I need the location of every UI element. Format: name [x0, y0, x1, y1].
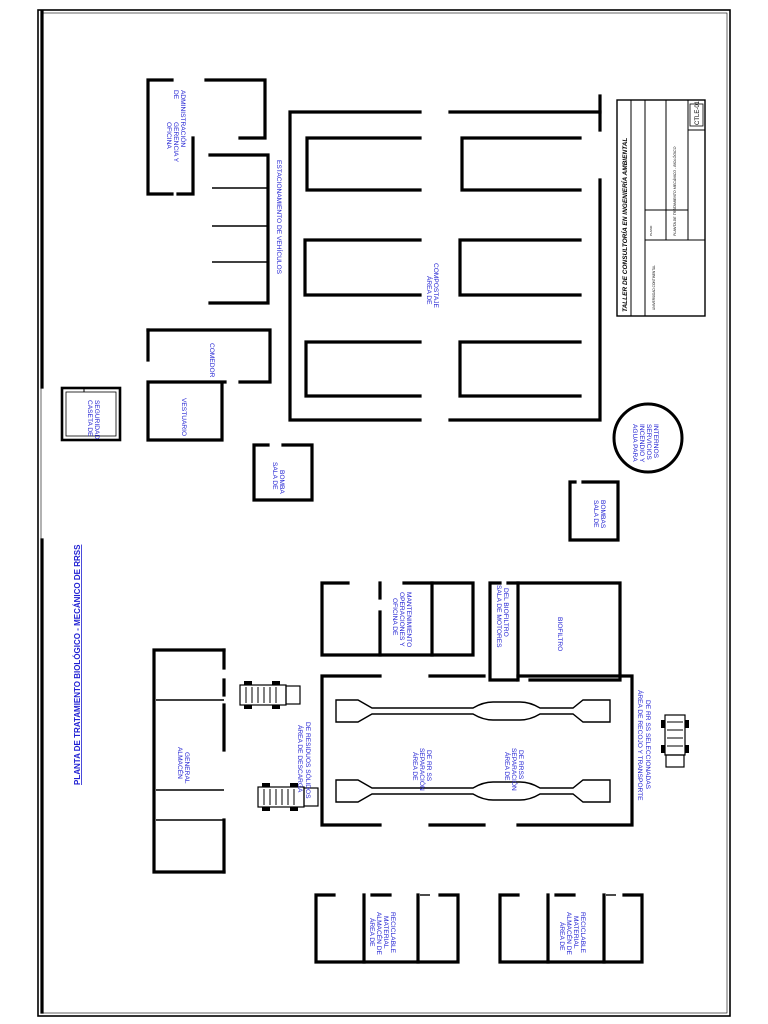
estacionamiento-label: ESTACIONAMIENTO DE VEHÍCULOS	[275, 160, 284, 275]
separacion-label-2: SEPARACIÓN	[418, 748, 427, 791]
almacen-rec-1-label-4: RECICLABLE	[389, 912, 396, 954]
oficina-gerencia-label-2: GERENCIA Y	[172, 122, 179, 163]
vestuario-label: VESTUARIO	[180, 398, 187, 436]
oficina-operaciones-label-1: OFICINA DE	[391, 598, 398, 636]
perimeter-wall	[40, 10, 602, 1014]
agua-tank: AGUA PARA INCENDIO Y SERVICIOS INTERNOS	[612, 402, 684, 474]
descarga-label-2: DE RESIDUOS SÓLIDOS	[304, 722, 313, 799]
sala-bombas-label-2: BOMBAS	[599, 500, 606, 529]
sala-bombas-room: SALA DE BOMBAS	[568, 480, 620, 542]
oficina-operaciones-label-2: OPERACIONES Y	[398, 592, 405, 647]
sala-bomba-label-2: BOMBA	[278, 470, 285, 494]
separacion2-label-3: DE RRSS	[517, 750, 524, 780]
truck-icon	[661, 714, 689, 768]
oficina-gerencia-label-3: ADMINISTRACIÓN	[179, 90, 188, 147]
almacen-reciclable-1: ÁREA DE ALMACÉN DE MATERIAL RECICLABLE	[314, 893, 460, 964]
oficina-gerencia-label-4: DE	[172, 90, 179, 100]
agua-label-4: INTERNOS	[652, 424, 659, 459]
title-block: TALLER DE CONSULTORÍA EN INGENIERÍA AMBI…	[616, 99, 706, 317]
almacen-general-label-2: GENERAL	[183, 752, 190, 784]
almacen-rec-2-label-1: ÁREA DE	[558, 922, 567, 951]
oficina-operaciones-label-3: MANTENIMIENTO	[405, 592, 412, 647]
compostaje-label-2: COMPOSTAJE	[432, 263, 439, 309]
sala-bomba-room: SALA DE BOMBA	[252, 443, 314, 502]
oficina-gerencia-room: OFICINA GERENCIA Y ADMINISTRACIÓN DE	[146, 78, 267, 196]
sheet-border-inner	[40, 12, 728, 1014]
almacen-rec-1-label-1: ÁREA DE	[368, 918, 377, 947]
agua-label-2: INCENDIO Y	[638, 424, 645, 463]
recojo-label-2: DE RR SS SELECCIONADAS	[644, 700, 651, 790]
caseta-label-2: SEGURIDAD	[93, 400, 100, 439]
caseta-seguridad: CASETA DE SEGURIDAD	[60, 386, 122, 442]
sala-motores-label-1: SALA DE MOTORES	[495, 585, 502, 648]
comedor-vestuario-block: COMEDOR VESTUARIO	[146, 328, 272, 442]
sheet-border-outer	[37, 9, 731, 1017]
compostaje-enclosure: ÁREA DE COMPOSTAJE	[288, 110, 602, 422]
biofiltro-label: BIOFILTRO	[556, 617, 563, 651]
almacen-reciclable-2: ÁREA DE ALMACÉN DE MATERIAL RECICLABLE	[498, 893, 644, 964]
sala-bombas-label-1: SALA DE	[592, 500, 599, 528]
recojo-label-1: ÁREA DE RECOJO Y TRANSPORTE	[636, 690, 645, 801]
almacen-rec-1-label-3: MATERIAL	[382, 916, 389, 949]
title-block-code: CTLE-01	[695, 100, 701, 125]
compostaje-label-1: ÁREA DE	[425, 276, 434, 305]
drawing-title: PLANTA DE TRATAMIENTO BIOLÓGICO - MECÁNI…	[73, 544, 82, 785]
almacen-rec-2-label-3: MATERIAL	[572, 916, 579, 949]
almacen-rec-1-label-2: ALMACÉN DE	[375, 912, 384, 955]
sala-motores-label-2: DEL BIOFILTRO	[502, 588, 509, 637]
almacen-general-label-1: ALMACÉN	[176, 747, 185, 779]
caseta-label-1: CASETA DE	[86, 400, 93, 437]
biofiltro-block: SALA DE MOTORES DEL BIOFILTRO BIOFILTRO	[488, 581, 622, 682]
estacionamiento-room: ESTACIONAMIENTO DE VEHÍCULOS	[208, 153, 284, 305]
truck-icon	[239, 681, 301, 709]
oficina-operaciones-room: OFICINA DE OPERACIONES Y MANTENIMIENTO	[320, 581, 475, 657]
almacen-rec-2-label-2: ALMACÉN DE	[565, 912, 574, 955]
oficina-gerencia-label-1: OFICINA	[165, 122, 172, 149]
sala-bomba-label-1: SALA DE	[271, 462, 278, 490]
agua-label-1: AGUA PARA	[631, 424, 638, 462]
separacion-hall: ÁREA DE SEPARACIÓN DE RR SS ÁREA DE SEPA…	[320, 674, 634, 827]
title-block-university: UNIVERSIDAD CONTINENTAL	[652, 265, 656, 310]
descarga-label-1: ÁREA DE DESCARGA	[296, 725, 305, 793]
separacion-label-1: ÁREA DE	[411, 752, 420, 781]
agua-label-3: SERVICIOS	[645, 424, 652, 460]
title-block-heading: TALLER DE CONSULTORÍA EN INGENIERÍA AMBI…	[620, 138, 629, 312]
separacion2-label-1: ÁREA DE	[503, 752, 512, 781]
truck-icon	[257, 783, 319, 811]
almacen-general-room: ALMACÉN GENERAL	[152, 648, 226, 874]
separacion-label-3: DE RR SS	[425, 750, 432, 782]
title-block-plano-label: PLANO:	[649, 225, 653, 236]
separacion2-label-2: SEPARACIÓN	[510, 748, 519, 791]
title-block-plano-value: PLANTA DE TRATAMIENTO MECÁNICO - BIOLÓGI…	[672, 146, 677, 236]
almacen-rec-2-label-4: RECICLABLE	[579, 912, 586, 954]
comedor-label: COMEDOR	[208, 343, 215, 378]
